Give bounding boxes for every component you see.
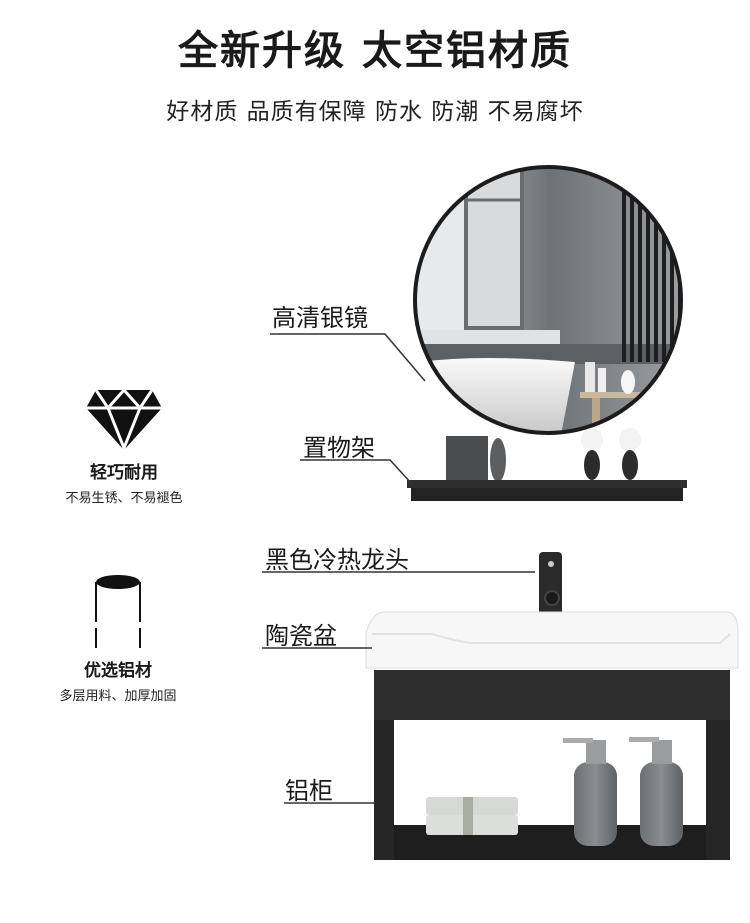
page-title: 全新升级 太空铝材质 [178,28,572,74]
ceramic-basin [365,611,739,669]
diamond-icon [84,386,164,452]
feature-desc: 不易生锈、不易褪色 [65,491,183,506]
callout-mirror: 高清银镜 [272,304,368,332]
feature-name: 轻巧耐用 [90,463,158,483]
feature-lightweight: 轻巧耐用 不易生锈、不易褪色 [34,386,214,506]
callout-faucet: 黑色冷热龙头 [265,546,409,574]
callout-basin: 陶瓷盆 [265,622,337,650]
aluminum-tube-icon [93,572,143,648]
round-mirror [415,167,681,433]
feature-desc: 多层用料、加厚加固 [59,689,177,704]
shelf [407,480,687,488]
callout-shelf: 置物架 [303,434,375,462]
aluminum-cabinet [374,670,730,720]
feature-aluminum: 优选铝材 多层用料、加厚加固 [28,572,208,704]
callout-cabinet: 铝柜 [285,777,333,805]
feature-name: 优选铝材 [84,661,152,681]
page-subtitle: 好材质 品质有保障 防水 防潮 不易腐坏 [166,99,584,125]
